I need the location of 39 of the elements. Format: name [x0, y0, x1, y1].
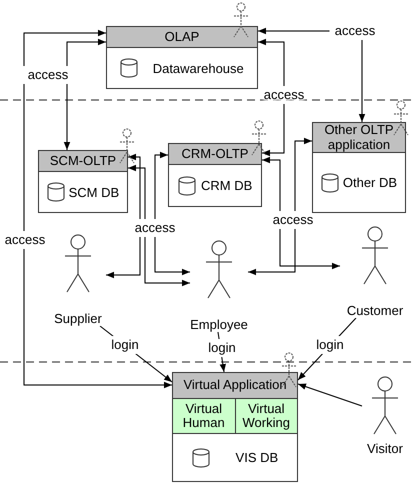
connector-arrow	[154, 152, 190, 276]
database-label: SCM DB	[68, 184, 120, 200]
module-panel: Virtual Working	[236, 399, 297, 433]
database-label: Other DB	[342, 175, 398, 190]
connector-arrow	[258, 38, 284, 156]
database-label: VIS DB	[236, 450, 278, 465]
connector-arrow	[128, 164, 190, 286]
application-box	[106, 26, 258, 89]
connector-arrow	[248, 138, 312, 276]
actor-name: Visitor	[367, 441, 403, 456]
edge-label: access	[272, 212, 314, 228]
actor-name: Supplier	[54, 311, 102, 326]
application-box	[168, 143, 262, 207]
box-header: CRM-OLTP	[169, 144, 261, 165]
application-box	[38, 150, 128, 213]
connector-arrow	[106, 154, 140, 278]
edge-label: login	[110, 338, 140, 352]
connector-arrow	[24, 30, 172, 388]
application-box	[172, 372, 298, 482]
box-header: SCM-OLTP	[39, 151, 127, 172]
connector-arrow	[64, 38, 106, 150]
edge-label: access	[4, 232, 46, 248]
edge-label: access	[26, 68, 70, 82]
connector-arrow	[262, 156, 340, 270]
actor-name: Employee	[190, 317, 248, 332]
edge-label: login	[315, 338, 345, 352]
module-panel: Virtual Human	[173, 399, 236, 433]
edge-label: login	[207, 340, 237, 356]
application-box	[312, 122, 406, 213]
actor-name: Customer	[346, 303, 404, 318]
database-label: Datawarehouse	[152, 60, 244, 76]
box-header: Virtual Application	[173, 373, 297, 399]
database-label: CRM DB	[201, 178, 252, 193]
edge-label: access	[334, 24, 376, 38]
box-header: OLAP	[107, 27, 257, 48]
box-header: Other OLTP application	[313, 123, 405, 153]
connector-arrow	[298, 384, 362, 406]
edge-label: access	[134, 220, 176, 236]
edge-label: access	[262, 88, 306, 102]
